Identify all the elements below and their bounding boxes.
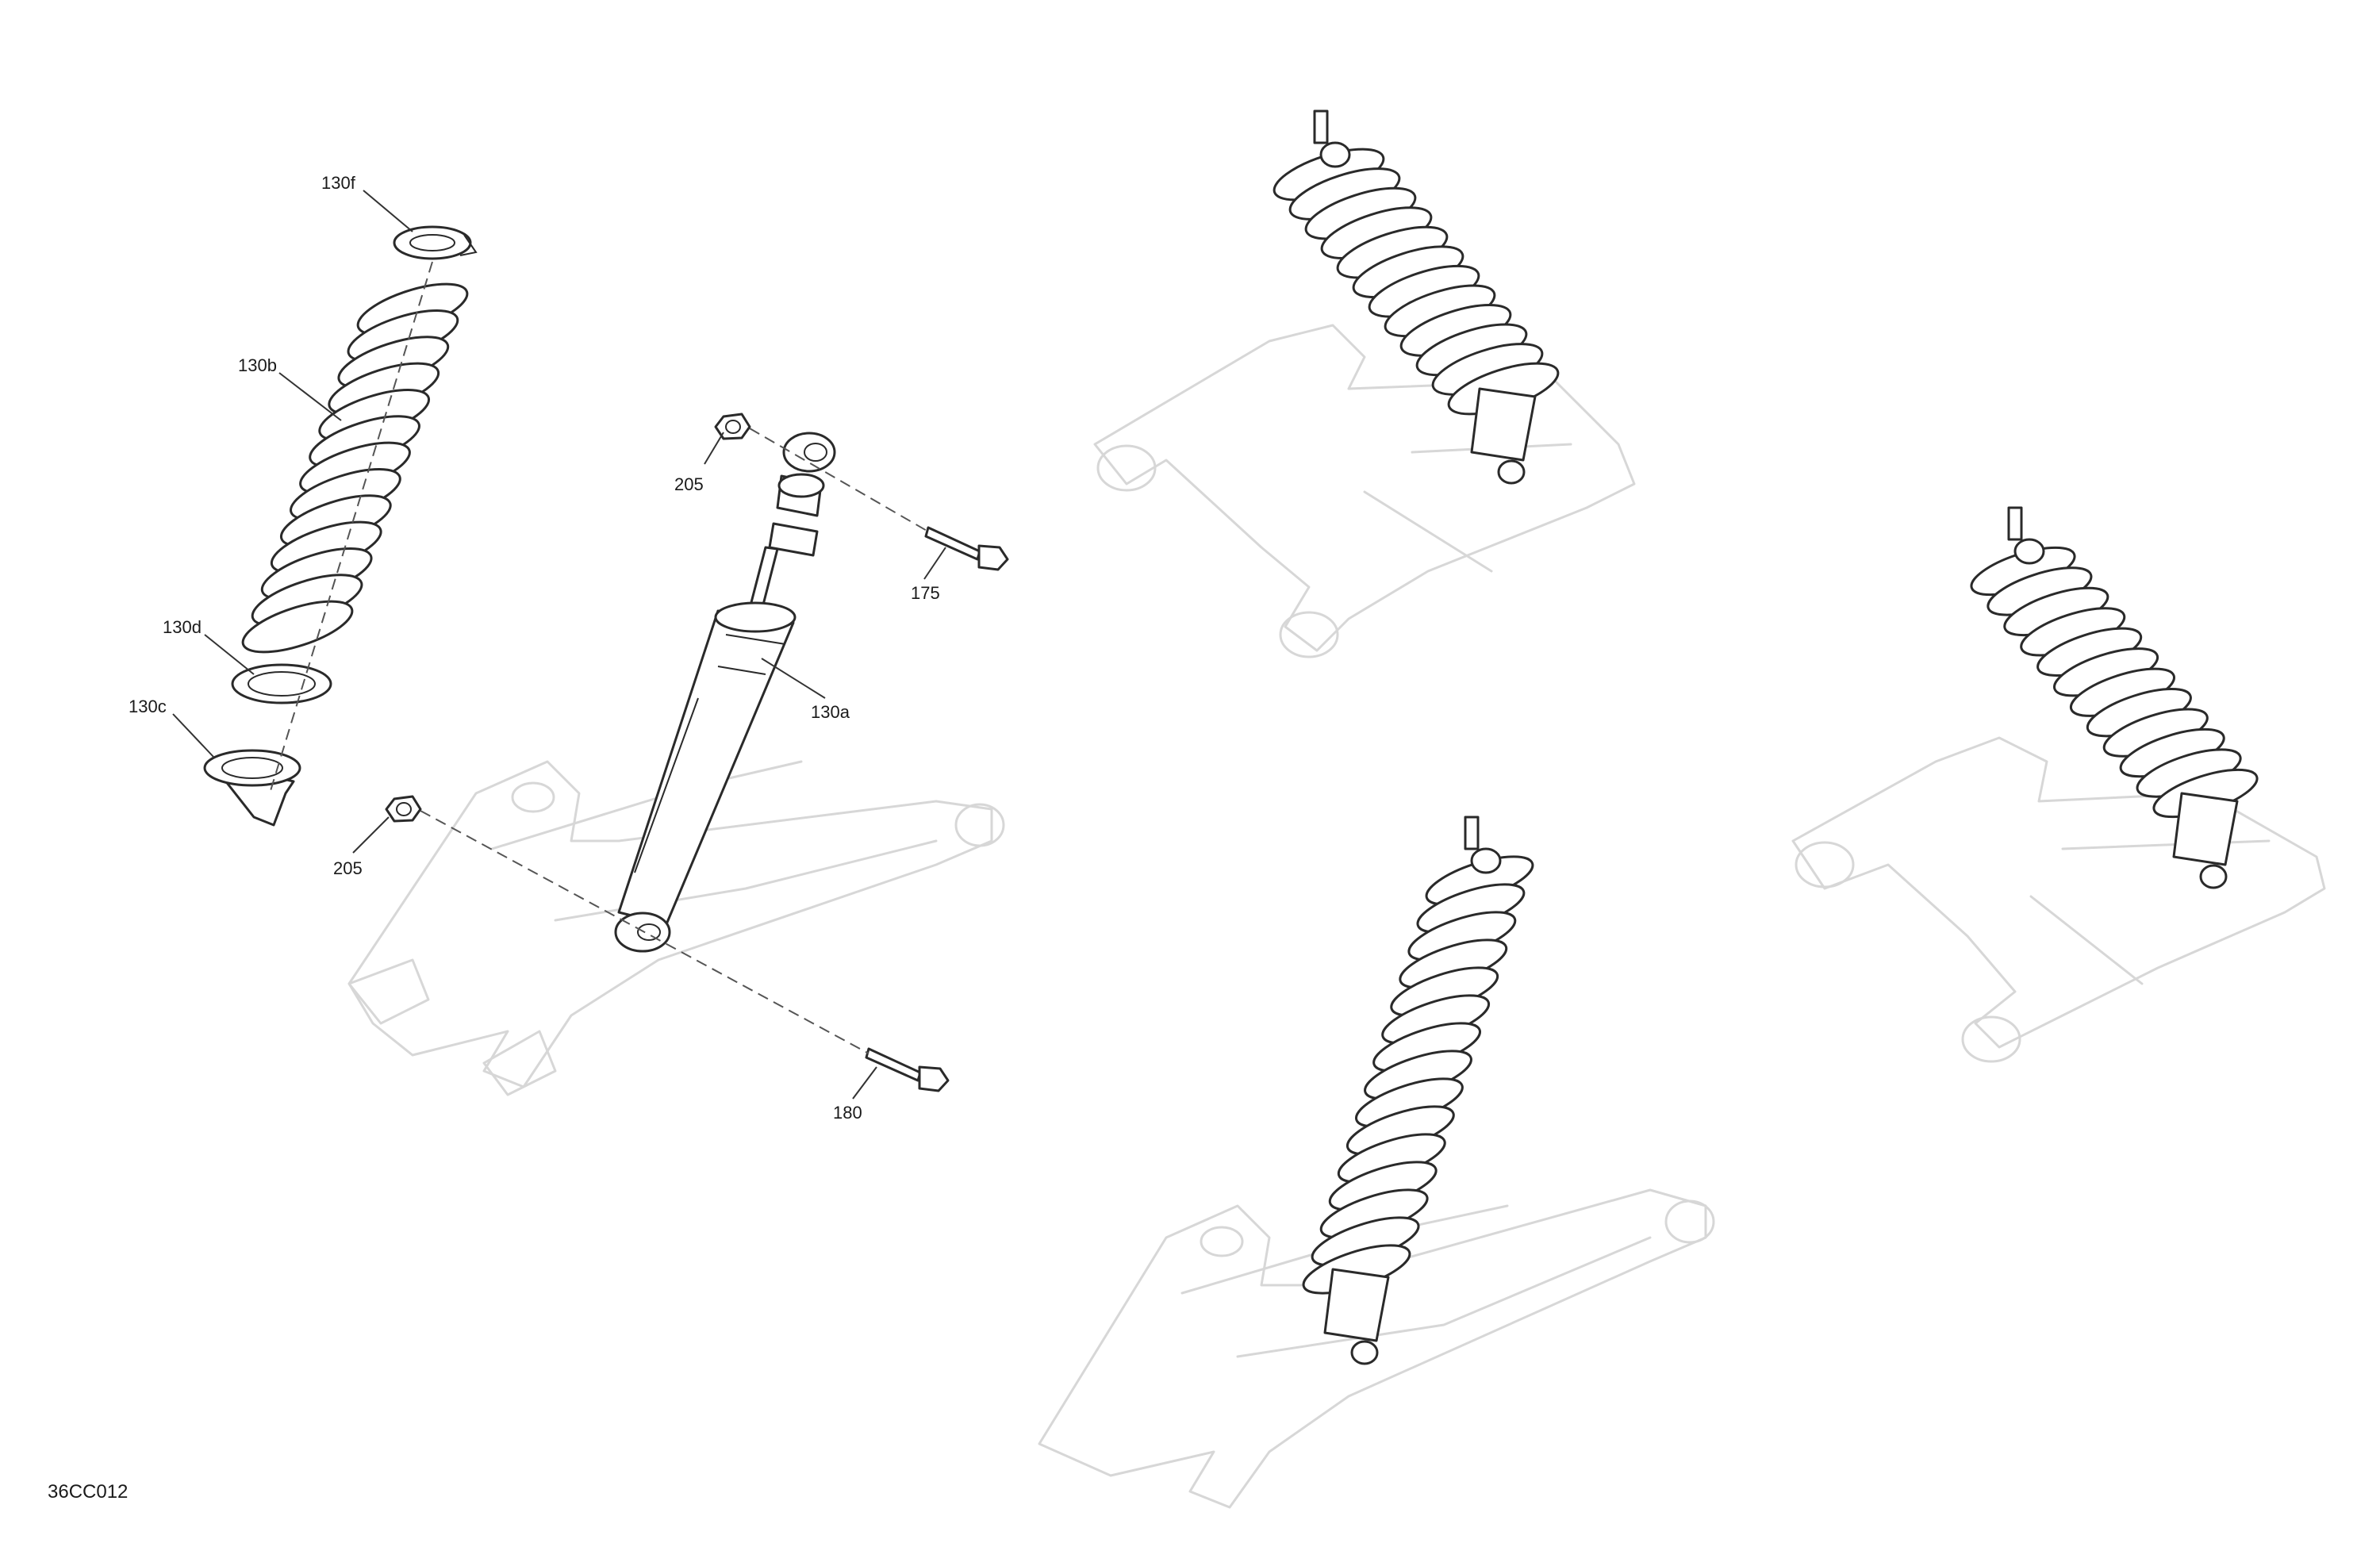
assembled-shock-right [1970, 506, 2259, 889]
top-stud [2007, 506, 2023, 541]
assembled-shock-bottom [1302, 816, 1534, 1365]
adjuster-collar-130c [203, 749, 301, 827]
damper-body [2172, 792, 2239, 866]
callout-175: 175 [911, 583, 940, 603]
nut-205-top [714, 413, 751, 440]
assembled-view-top [1093, 109, 1636, 658]
assembled-view-bottom [1038, 816, 1715, 1509]
top-nut [1319, 141, 1351, 168]
drawing-code: 36CC012 [48, 1481, 128, 1503]
callout-205-bottom: 205 [333, 858, 363, 878]
bottom-nut [2199, 864, 2228, 889]
top-stud [1313, 109, 1329, 144]
bolt-path-bottom [420, 810, 869, 1054]
top-nut [2013, 538, 2045, 565]
top-stud [1464, 816, 1480, 850]
bolt-180 [865, 1047, 950, 1092]
leader-lines [172, 190, 946, 1100]
assembled-shock-top [1273, 109, 1560, 485]
bottom-nut [1497, 459, 1526, 485]
bolt-path-top [749, 428, 929, 532]
assembled-view-right [1791, 506, 2326, 1063]
callout-130f: 130f [321, 173, 356, 193]
callout-130b: 130b [238, 355, 277, 375]
callout-130a: 130a [811, 702, 850, 722]
damper-body [1470, 387, 1537, 462]
bottom-nut [1350, 1340, 1379, 1365]
bolt-175 [924, 526, 1009, 571]
callout-180: 180 [833, 1103, 862, 1123]
spring-axis-line [269, 261, 433, 794]
top-nut [1470, 847, 1502, 874]
damper-body [1323, 1268, 1390, 1342]
shock-absorber-130a [614, 432, 836, 953]
spring-seat-130d [231, 663, 332, 704]
callout-130c: 130c [129, 697, 167, 716]
snap-ring-130f [393, 225, 478, 260]
callout-130d: 130d [163, 617, 202, 637]
callout-205-top: 205 [674, 474, 704, 494]
coil-spring-130b [241, 282, 469, 654]
nut-205-bottom [385, 795, 422, 823]
